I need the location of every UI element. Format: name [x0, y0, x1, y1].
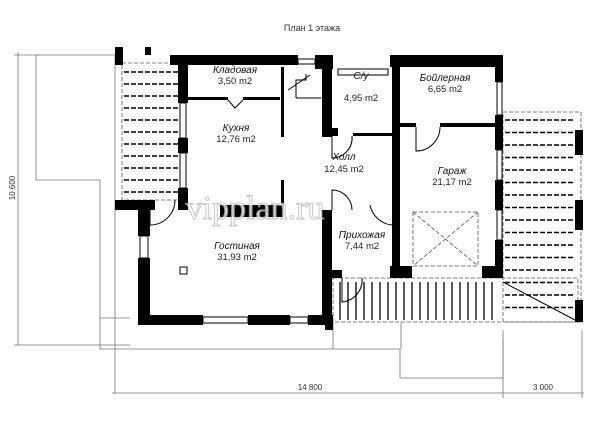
walls: [115, 47, 583, 330]
room-area-boiler: 6,65 m2: [428, 84, 462, 95]
dimension-height: 10 600: [8, 175, 17, 200]
column-marker: [179, 266, 188, 275]
room-name-bathroom: С/у: [354, 71, 370, 82]
room-name-garage: Гараж: [438, 166, 468, 177]
doors-and-windows: [139, 58, 503, 324]
room-name-kitchen: Кухня: [223, 123, 250, 134]
room-name-boiler: Бойлерная: [420, 73, 471, 84]
room-name-hall: Холл: [331, 152, 355, 163]
room-name-living: Гостиная: [214, 241, 260, 252]
room-area-hall: 12,45 m2: [324, 164, 364, 175]
room-area-garage: 21,17 m2: [432, 177, 472, 188]
room-area-bathroom: 4,95 m2: [344, 93, 378, 104]
room-area-kitchen: 12,76 m2: [216, 134, 256, 145]
plan-title: План 1 этажа: [284, 23, 340, 33]
dimension-width-extra: 3 000: [533, 383, 554, 392]
left-deck: [121, 62, 181, 201]
right-deck: [502, 111, 582, 323]
room-area-living: 31,93 m2: [217, 252, 257, 263]
dimension-lines: [14, 52, 584, 398]
room-name-storage: Кладовая: [213, 65, 258, 76]
dimension-width-main: 14 800: [298, 383, 323, 392]
room-name-entry: Прихожая: [339, 230, 386, 241]
front-deck: [332, 277, 579, 323]
room-area-entry: 7,44 m2: [345, 241, 379, 252]
watermark: vipplan.ru: [186, 190, 325, 227]
room-area-storage: 3,50 m2: [218, 76, 252, 87]
